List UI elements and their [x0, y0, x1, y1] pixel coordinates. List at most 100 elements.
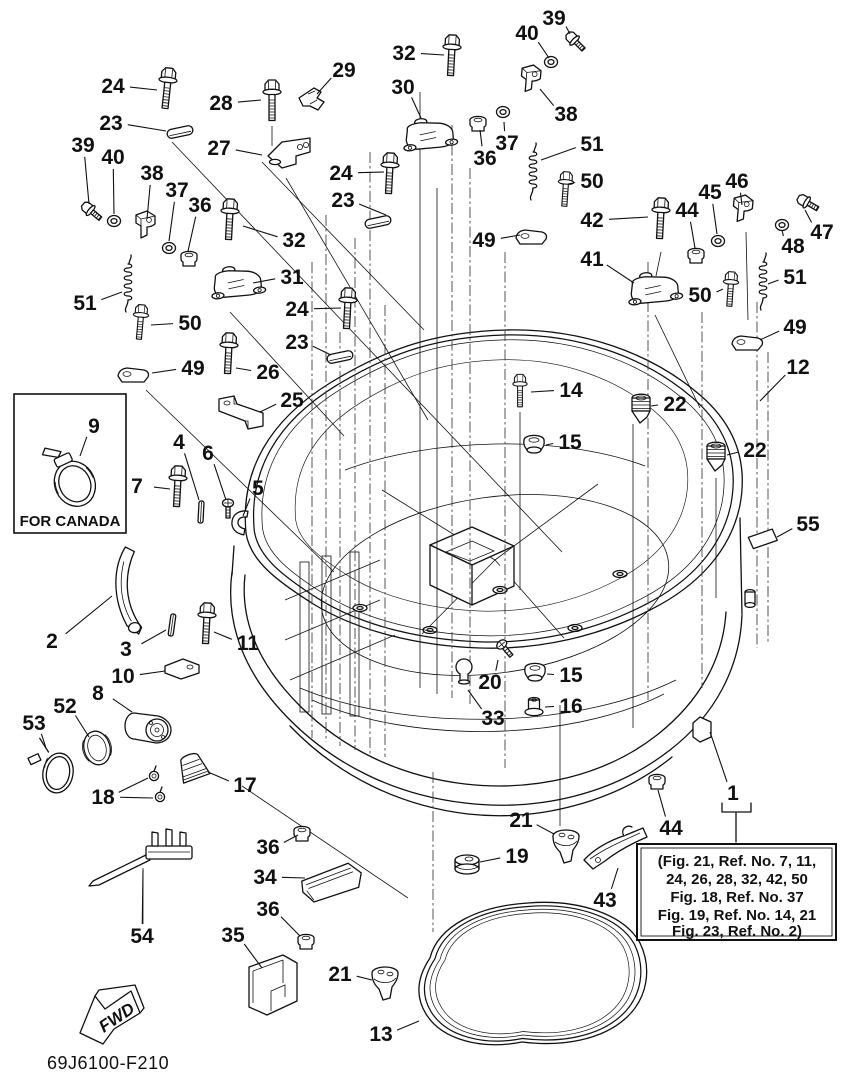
callout-number-13: 13 [369, 1023, 392, 1046]
leader-line [356, 975, 373, 981]
callout-22: 22 [726, 439, 767, 462]
callout-number-31: 31 [280, 266, 304, 289]
leader-line [537, 41, 550, 59]
leader-line [213, 464, 227, 501]
leader-line [804, 209, 813, 223]
callout-23: 23 [99, 112, 167, 135]
callout-51: 51 [540, 133, 604, 161]
callout-23: 23 [331, 189, 387, 216]
solenoid-8 [124, 712, 172, 744]
callout-number-36: 36 [256, 836, 279, 859]
callout-37: 37 [495, 121, 519, 155]
callout-number-5: 5 [252, 477, 264, 500]
callout-number-50: 50 [688, 284, 711, 307]
leader-line [153, 486, 171, 490]
leader-line [503, 121, 506, 132]
leader-line [280, 916, 301, 937]
leader-line [500, 234, 521, 239]
callout-number-6: 6 [202, 442, 214, 465]
callout-number-53: 53 [22, 712, 45, 735]
callout-number-36: 36 [473, 147, 496, 170]
damper-22-left [631, 393, 651, 424]
mount-41 [625, 269, 684, 306]
seal-55 [746, 527, 779, 550]
leader-line [283, 834, 299, 844]
spacer-25 [218, 395, 264, 430]
callout-13: 13 [369, 1020, 420, 1046]
callout-number-54: 54 [130, 925, 154, 948]
leader-line [781, 229, 784, 237]
callout-number-37: 37 [165, 179, 188, 202]
callout-number-22: 22 [743, 439, 766, 462]
callout-number-50: 50 [178, 312, 201, 335]
leader-line [74, 715, 90, 738]
leader-line [411, 97, 422, 119]
callout-9: 9 [79, 415, 100, 457]
callout-34: 34 [253, 866, 306, 889]
callout-2: 2 [46, 595, 113, 653]
leader-line [479, 129, 483, 147]
leader-line [242, 498, 251, 517]
leader-line [235, 149, 263, 156]
leader-line [565, 26, 571, 35]
callout-54: 54 [130, 869, 154, 948]
bushing-36-top [469, 115, 487, 132]
ref-note-line-3: Fig. 18, Ref. No. 37 [670, 889, 803, 906]
leader-line [242, 225, 278, 238]
leader-line [252, 278, 276, 284]
bolt-50-right [721, 270, 740, 308]
callout-31: 31 [252, 266, 304, 289]
callout-number-48: 48 [781, 235, 805, 258]
callout-number-51: 51 [580, 133, 604, 156]
bushing-36-left [180, 250, 198, 267]
leader-construction-lines [142, 92, 769, 932]
leader-line [759, 374, 786, 402]
leader-line [259, 403, 277, 413]
callout-number-32: 32 [282, 229, 305, 252]
callout-number-42: 42 [580, 209, 603, 232]
callout-number-41: 41 [580, 248, 604, 271]
bolt-11 [195, 601, 218, 645]
apron-34 [299, 861, 365, 904]
callout-number-24: 24 [329, 162, 353, 185]
bolt-7 [166, 464, 189, 508]
callout-number-40: 40 [515, 22, 538, 45]
callout-number-44: 44 [675, 199, 699, 222]
pin-3 [167, 613, 177, 637]
leader-line [479, 857, 501, 863]
callout-number-33: 33 [481, 707, 504, 730]
callout-number-10: 10 [111, 665, 134, 688]
callout-number-44: 44 [659, 817, 683, 840]
callout-39: 39 [542, 7, 571, 35]
callout-number-11: 11 [237, 632, 260, 655]
bolt-42 [649, 196, 672, 240]
washer-40-left [106, 214, 122, 228]
leader-line [112, 698, 133, 713]
callout-number-14: 14 [559, 379, 583, 402]
callout-22: 22 [650, 393, 687, 416]
leader-line [726, 451, 739, 456]
callout-number-23: 23 [99, 112, 122, 135]
leader-line [207, 771, 230, 782]
bracket-49-left [117, 367, 150, 383]
callout-41: 41 [580, 248, 635, 284]
callout-47: 47 [804, 209, 834, 244]
callout-50: 50 [688, 284, 724, 307]
clamp-38-left [135, 210, 156, 239]
callout-number-43: 43 [593, 889, 616, 912]
callout-number-55: 55 [796, 513, 820, 536]
callout-number-30: 30 [391, 76, 414, 99]
callout-24: 24 [101, 75, 158, 98]
leader-line [495, 659, 499, 671]
callout-21: 21 [328, 963, 373, 986]
leader-line [610, 867, 619, 890]
leader-line [539, 88, 555, 107]
screw-47 [794, 191, 822, 215]
ref-note-line-1: (Fig. 21, Ref. No. 7, 11, [658, 853, 816, 870]
lever-2 [108, 544, 150, 638]
callout-38: 38 [539, 88, 578, 126]
callout-8: 8 [92, 682, 133, 713]
leader-line [237, 99, 262, 103]
ref-note-line-5: Fig. 23, Ref. No. 2) [672, 923, 802, 940]
callout-38: 38 [140, 162, 164, 220]
